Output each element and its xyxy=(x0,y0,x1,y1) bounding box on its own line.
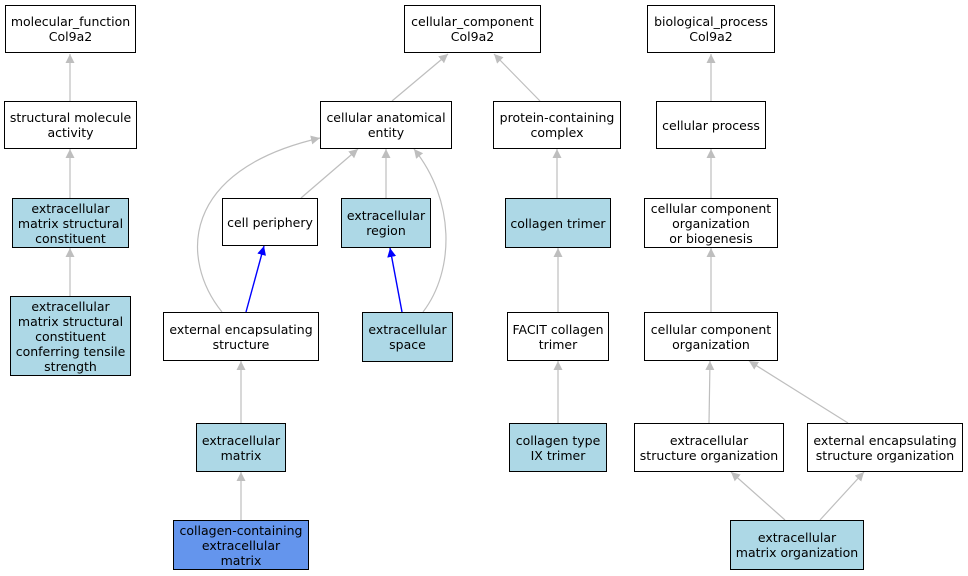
node-collagen-containing-ecm[interactable]: collagen-containing extracellular matrix xyxy=(173,520,309,570)
node-label: cellular anatomical entity xyxy=(326,110,446,140)
node-label: collagen-containing extracellular matrix xyxy=(179,522,303,568)
node-molecular-function-root[interactable]: molecular_function Col9a2 xyxy=(5,5,136,53)
node-structural-molecule-activity[interactable]: structural molecule activity xyxy=(4,101,137,149)
node-ecm-structural-constituent-tensile[interactable]: extracellular matrix structural constitu… xyxy=(10,296,131,376)
edge-extencap-to-periphery xyxy=(245,245,266,313)
node-cellular-component-organization[interactable]: cellular component organization xyxy=(644,312,778,361)
node-extracellular-region[interactable]: extracellular region xyxy=(341,198,431,248)
node-extracellular-structure-organization[interactable]: extracellular structure organization xyxy=(634,423,784,472)
node-label: extracellular structure organization xyxy=(639,432,779,463)
node-label: external encapsulating structure organiz… xyxy=(813,432,957,463)
node-label: protein-containing complex xyxy=(499,110,615,140)
node-label: cellular_component Col9a2 xyxy=(411,14,534,44)
edge-cellanat-to-ccroot xyxy=(391,53,449,102)
node-label: FACIT collagen trimer xyxy=(512,321,604,352)
node-label: extracellular matrix organization xyxy=(735,530,859,560)
node-cellular-process[interactable]: cellular process xyxy=(656,101,766,149)
node-label: extracellular space xyxy=(368,322,447,352)
node-cellular-anatomical-entity[interactable]: cellular anatomical entity xyxy=(320,101,452,149)
node-biological-process-root[interactable]: biological_process Col9a2 xyxy=(647,5,775,53)
node-label: biological_process Col9a2 xyxy=(654,14,768,44)
node-label: structural molecule activity xyxy=(9,110,132,140)
edge-ecmorg-to-extencaporg xyxy=(819,471,865,521)
node-protein-containing-complex[interactable]: protein-containing complex xyxy=(493,101,621,149)
node-cell-periphery[interactable]: cell periphery xyxy=(222,198,318,246)
node-extracellular-space[interactable]: extracellular space xyxy=(362,312,453,362)
node-label: cellular process xyxy=(662,117,760,133)
node-cellular-component-root[interactable]: cellular_component Col9a2 xyxy=(404,5,541,53)
edge-extencap-to-cellanat xyxy=(197,135,321,313)
node-label: cell periphery xyxy=(227,214,313,230)
node-label: cellular component organization or bioge… xyxy=(650,200,772,246)
edge-protcomplex-to-ccroot xyxy=(493,53,541,102)
node-label: extracellular region xyxy=(346,208,426,238)
edge-periphery-to-cellanat xyxy=(300,148,359,199)
node-external-encapsulating-structure[interactable]: external encapsulating structure xyxy=(163,312,319,361)
node-label: molecular_function Col9a2 xyxy=(10,14,131,44)
edge-extspace-to-extregion xyxy=(387,247,403,313)
node-label: collagen type IX trimer xyxy=(515,432,601,463)
node-extracellular-matrix[interactable]: extracellular matrix xyxy=(196,423,286,472)
node-label: extracellular matrix structural constitu… xyxy=(15,298,126,374)
node-cc-organization-or-biogenesis[interactable]: cellular component organization or bioge… xyxy=(644,198,778,248)
node-external-encapsulating-structure-organization[interactable]: external encapsulating structure organiz… xyxy=(807,423,963,472)
node-label: extracellular matrix structural constitu… xyxy=(17,200,124,246)
node-extracellular-matrix-organization[interactable]: extracellular matrix organization xyxy=(730,520,864,570)
node-label: collagen trimer xyxy=(510,215,606,231)
edge-extspace-to-cellanat xyxy=(413,148,447,313)
node-label: extracellular matrix xyxy=(201,432,281,463)
node-label: external encapsulating structure xyxy=(169,321,313,352)
edge-ecmorg-to-extstructorg xyxy=(730,471,786,521)
node-label: cellular component organization xyxy=(650,321,772,352)
node-collagen-type-ix-trimer[interactable]: collagen type IX trimer xyxy=(509,423,607,472)
node-ecm-structural-constituent[interactable]: extracellular matrix structural constitu… xyxy=(12,198,129,248)
node-facit-collagen-trimer[interactable]: FACIT collagen trimer xyxy=(507,312,609,361)
edge-extencaporg-to-ccorg xyxy=(748,360,849,424)
edge-extstructorg-to-ccorg xyxy=(705,360,715,424)
node-collagen-trimer[interactable]: collagen trimer xyxy=(505,198,611,248)
